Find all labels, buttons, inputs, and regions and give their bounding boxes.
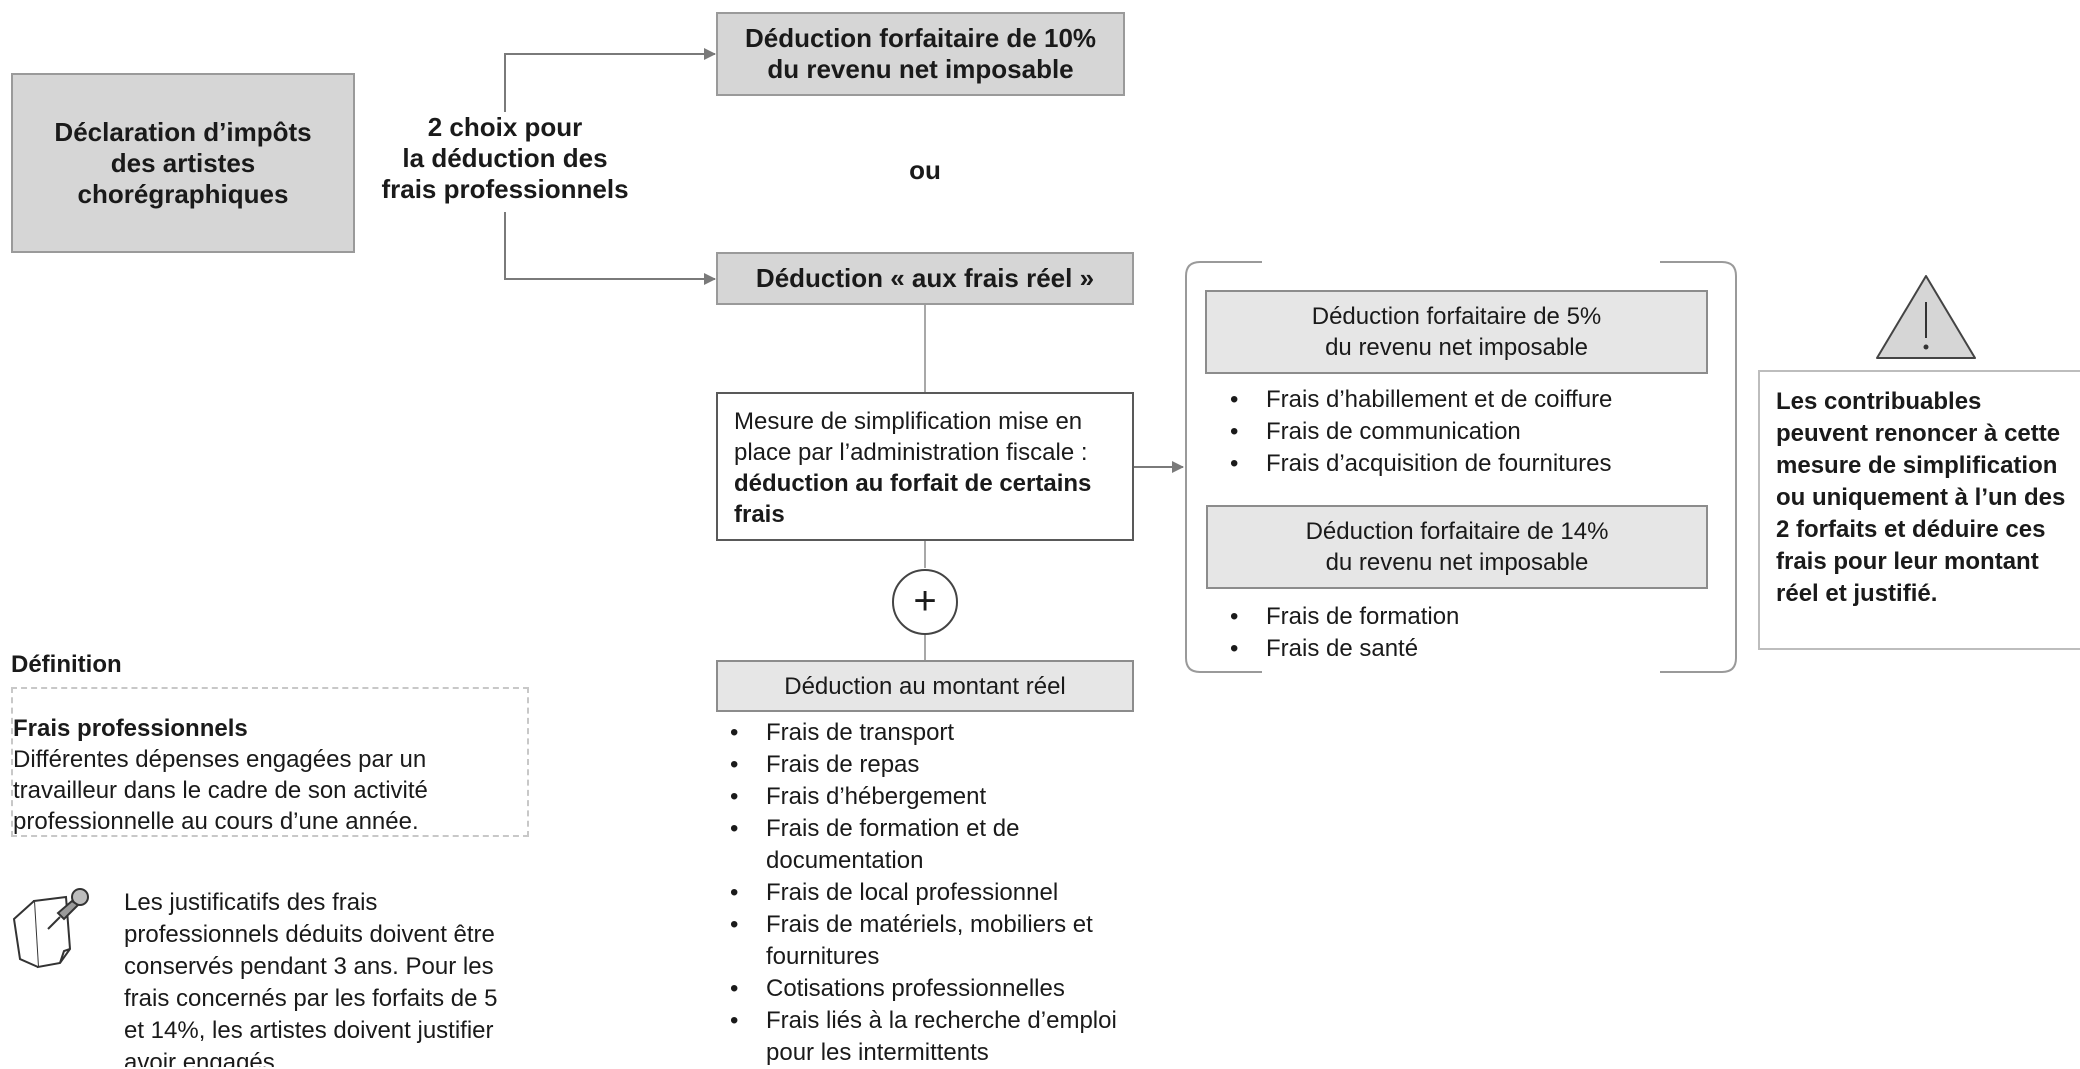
actual-amount-box: Déduction au montant réel: [716, 660, 1134, 712]
definition-box: Frais professionnels Différentes dépense…: [11, 687, 529, 837]
list-item: Frais de repas: [722, 749, 1142, 781]
list-item: Frais de matériels, mobiliers et fournit…: [722, 909, 1142, 973]
connector-to-real-option: [504, 212, 716, 285]
simplification-text: Mesure de simplification mise en place p…: [734, 408, 1088, 466]
list-item: Frais de local professionnel: [722, 877, 1142, 909]
root-box-line3: chorégraphiques: [77, 178, 289, 209]
definition-body: Différentes dépenses engagées par un tra…: [13, 746, 428, 835]
option-real-label: Déduction « aux frais réel »: [755, 263, 1095, 293]
list-item: Frais de transport: [722, 717, 1142, 749]
plus-circle: +: [892, 569, 958, 635]
root-box-line1: Déclaration d’impôts: [54, 116, 312, 147]
list-item: Frais de formation: [1222, 601, 1702, 633]
flat-5-line2: du revenu net imposable: [1325, 334, 1588, 361]
choice-label-line3: frais professionnels: [381, 174, 629, 204]
warning-box: Les contribuables peuvent renoncer à cet…: [1758, 370, 2080, 650]
actual-amount-list: Frais de transport Frais de repas Frais …: [722, 717, 1142, 1069]
connector-to-flat-option: [504, 48, 716, 112]
definition-heading: Définition: [11, 651, 122, 678]
flat-5-list: Frais d’habillement et de coiffure Frais…: [1222, 384, 1702, 480]
flat-14-line1: Déduction forfaitaire de 14%: [1305, 518, 1609, 545]
definition-term: Frais professionnels: [13, 715, 248, 742]
flat-5-line1: Déduction forfaitaire de 5%: [1311, 303, 1602, 330]
or-label: ou: [909, 155, 941, 185]
list-item: Frais d’habillement et de coiffure: [1222, 384, 1702, 416]
warning-triangle-icon: [1876, 275, 1976, 359]
list-item: Frais de communication: [1222, 416, 1702, 448]
bracket-left: [1185, 261, 1262, 673]
option-flat-line1: Déduction forfaitaire de 10%: [744, 23, 1097, 53]
flat-5-box: Déduction forfaitaire de 5% du revenu ne…: [1205, 290, 1708, 374]
option-real-box: Déduction « aux frais réel »: [716, 252, 1134, 305]
flat-14-list: Frais de formation Frais de santé: [1222, 601, 1702, 665]
plus-icon: +: [913, 578, 937, 623]
simplification-bold-text: déduction au forfait de certains frais: [734, 470, 1092, 528]
option-flat-line2: du revenu net imposable: [767, 54, 1074, 84]
root-box: Déclaration d’impôts des artistes chorég…: [11, 73, 355, 253]
choice-label-line1: 2 choix pour: [427, 112, 583, 142]
list-item: Frais de santé: [1222, 633, 1702, 665]
choice-label: 2 choix pour la déduction des frais prof…: [370, 112, 640, 205]
bracket-right: [1660, 261, 1737, 673]
choice-label-line2: la déduction des: [402, 143, 608, 173]
list-item: Frais d’acquisition de fournitures: [1222, 448, 1702, 480]
root-box-line2: des artistes: [110, 147, 256, 178]
warning-text: Les contribuables peuvent renoncer à cet…: [1776, 388, 2066, 607]
list-item: Cotisations professionnelles: [722, 973, 1142, 1005]
list-item: Frais de formation et de documentation: [722, 813, 1142, 877]
flat-14-box: Déduction forfaitaire de 14% du revenu n…: [1206, 505, 1708, 589]
pinned-note-icon: [12, 888, 89, 969]
actual-amount-title: Déduction au montant réel: [784, 672, 1066, 700]
simplification-box: Mesure de simplification mise en place p…: [716, 392, 1134, 541]
list-item: Frais d’hébergement: [722, 781, 1142, 813]
option-flat-box: Déduction forfaitaire de 10% du revenu n…: [716, 12, 1125, 96]
flat-14-line2: du revenu net imposable: [1325, 549, 1589, 576]
list-item: Frais liés à la recherche d’emploi pour …: [722, 1005, 1142, 1069]
note-text: Les justificatifs des frais professionne…: [124, 889, 498, 1067]
